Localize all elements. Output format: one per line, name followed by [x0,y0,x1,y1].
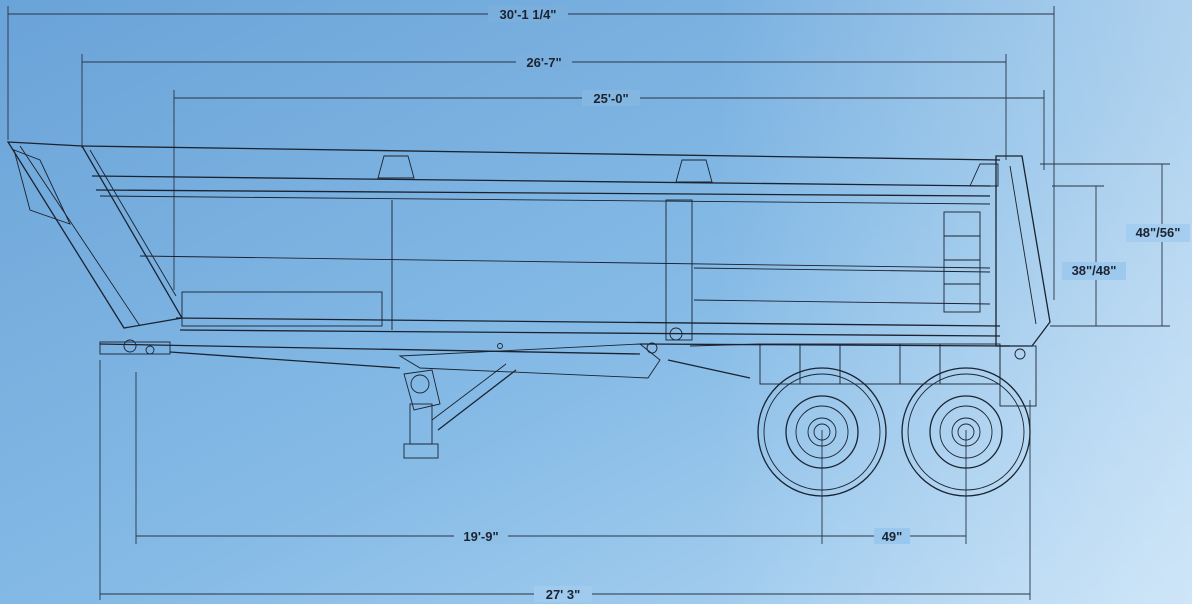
rear-wheel [901,367,1031,497]
side-height-inner-label: 38"/48" [1072,263,1117,278]
landing-gear [403,369,441,411]
kingpin-to-axle-label: 19'-9" [463,529,498,544]
side-height-outer-label: 48"/56" [1136,225,1181,240]
body-length-top-label: 26'-7" [526,55,561,70]
trailer-drawing [6,141,1051,459]
background-glare [715,0,1192,604]
body-length-inside-label: 25'-0" [593,91,628,106]
overall-length-label: 30'-1 1/4" [500,7,557,22]
overall-base-label: 27' 3" [546,587,581,602]
rear-gate [995,155,1051,347]
axle-spread-label: 49" [882,529,903,544]
front-wheel [757,367,887,497]
